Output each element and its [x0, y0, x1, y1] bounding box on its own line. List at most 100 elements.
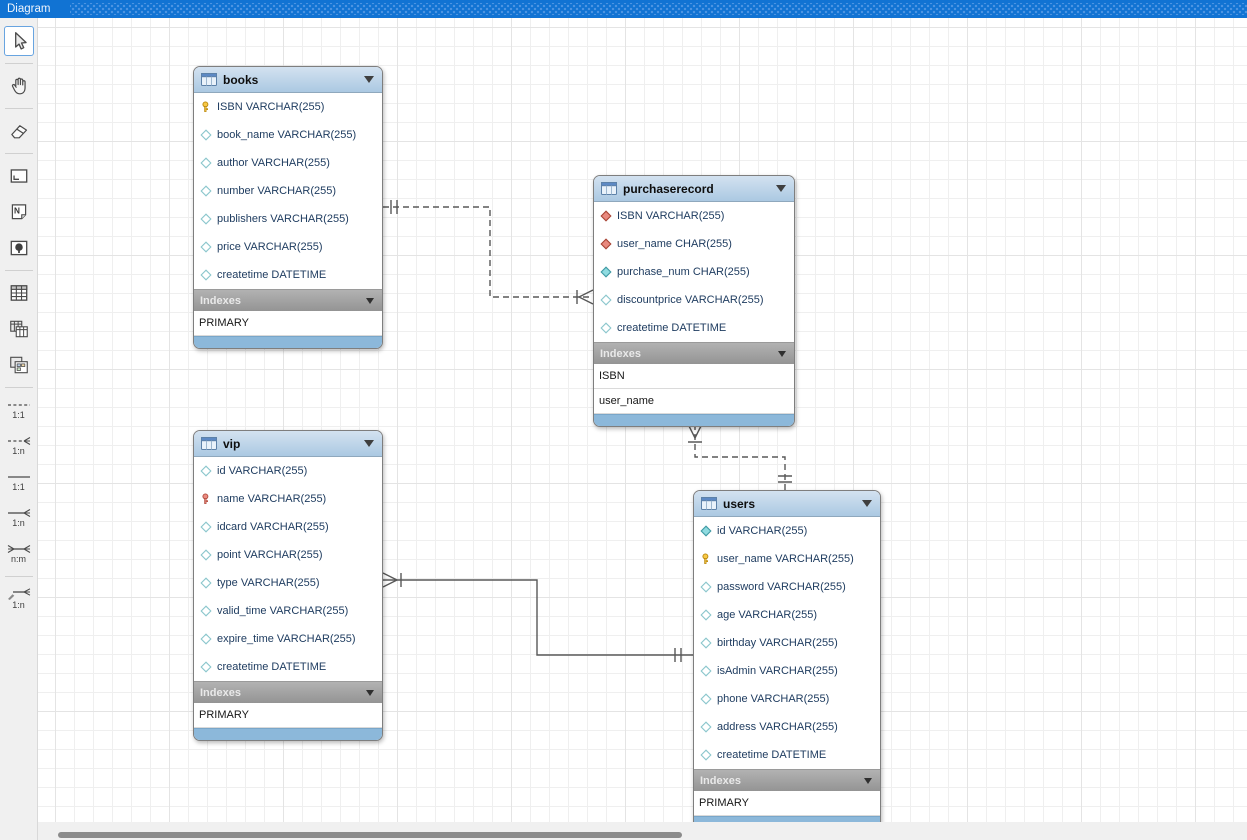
note-icon: N [8, 201, 30, 223]
cursor-icon [8, 30, 30, 52]
column-row[interactable]: user_name CHAR(255) [594, 230, 794, 258]
rel-1n-existing-columns-tool[interactable]: 1:n [4, 584, 34, 614]
entity-table-icon [701, 497, 717, 510]
column-row[interactable]: expire_time VARCHAR(255) [194, 625, 382, 653]
entity-header-users[interactable]: users [694, 491, 880, 517]
column-row[interactable]: password VARCHAR(255) [694, 573, 880, 601]
indexes-section-label: Indexes [600, 347, 641, 360]
rel-nm-identifying-tool[interactable]: n:m [4, 539, 34, 569]
indexes-section-label: Indexes [200, 294, 241, 307]
indexes-section-header[interactable]: Indexes [194, 681, 382, 703]
diagram-tab[interactable]: Diagram [0, 0, 1247, 18]
collapse-arrow-icon[interactable] [776, 185, 786, 192]
index-row[interactable]: PRIMARY [194, 703, 382, 728]
column-row[interactable]: purchase_num CHAR(255) [594, 258, 794, 286]
entity-header-vip[interactable]: vip [194, 431, 382, 457]
column-label: createtime DATETIME [217, 269, 327, 281]
collapse-arrow-icon[interactable] [366, 689, 374, 696]
eraser-tool[interactable] [4, 116, 34, 146]
column-row[interactable]: id VARCHAR(255) [694, 517, 880, 545]
index-row[interactable]: PRIMARY [694, 791, 880, 816]
column-row[interactable]: createtime DATETIME [594, 314, 794, 342]
rel-pick-crow-icon [7, 588, 31, 600]
entity-footer [194, 728, 382, 740]
column-row[interactable]: discountprice VARCHAR(255) [594, 286, 794, 314]
index-row[interactable]: user_name [594, 389, 794, 414]
column-row[interactable]: createtime DATETIME [194, 653, 382, 681]
column-row[interactable]: ISBN VARCHAR(255) [194, 93, 382, 121]
column-label: password VARCHAR(255) [717, 581, 846, 593]
column-row[interactable]: birthday VARCHAR(255) [694, 629, 880, 657]
collapse-arrow-icon[interactable] [862, 500, 872, 507]
column-row[interactable]: createtime DATETIME [194, 261, 382, 289]
rel-11-non-identifying-tool[interactable]: 1:1 [4, 395, 34, 425]
column-label: number VARCHAR(255) [217, 185, 337, 197]
indexes-section-header[interactable]: Indexes [594, 342, 794, 364]
pan-tool[interactable] [4, 71, 34, 101]
relationship-vip-users[interactable] [382, 572, 693, 662]
toolbar-separator [4, 153, 33, 154]
index-row[interactable]: ISBN [594, 364, 794, 389]
column-row[interactable]: ISBN VARCHAR(255) [594, 202, 794, 230]
routine-group-tool[interactable] [4, 350, 34, 380]
entity-header-purchaserecord[interactable]: purchaserecord [594, 176, 794, 202]
column-label: point VARCHAR(255) [217, 549, 323, 561]
column-row[interactable]: number VARCHAR(255) [194, 177, 382, 205]
column-row[interactable]: age VARCHAR(255) [694, 601, 880, 629]
rel-dashed-bar-icon [7, 400, 31, 410]
entity-table-users[interactable]: users id VARCHAR(255) user_name VARCHAR(25… [693, 490, 881, 829]
column-label: birthday VARCHAR(255) [717, 637, 838, 649]
nullable-column-icon [200, 605, 212, 617]
entity-header-books[interactable]: books [194, 67, 382, 93]
column-row[interactable]: createtime DATETIME [694, 741, 880, 769]
column-label: id VARCHAR(255) [717, 525, 808, 537]
table-tool[interactable] [4, 278, 34, 308]
cardinality-one-marker [390, 200, 398, 214]
column-row[interactable]: book_name VARCHAR(255) [194, 121, 382, 149]
table-title: purchaserecord [623, 181, 714, 196]
collapse-arrow-icon[interactable] [364, 440, 374, 447]
rel-11-identifying-tool[interactable]: 1:1 [4, 467, 34, 497]
column-row[interactable]: idcard VARCHAR(255) [194, 513, 382, 541]
image-tool[interactable] [4, 233, 34, 263]
nullable-column-icon [600, 294, 612, 306]
note-tool[interactable]: N [4, 197, 34, 227]
column-row[interactable]: price VARCHAR(255) [194, 233, 382, 261]
column-row[interactable]: isAdmin VARCHAR(255) [694, 657, 880, 685]
column-label: purchase_num CHAR(255) [617, 266, 750, 278]
layer-tool[interactable] [4, 161, 34, 191]
column-row[interactable]: point VARCHAR(255) [194, 541, 382, 569]
column-row[interactable]: address VARCHAR(255) [694, 713, 880, 741]
column-row[interactable]: name VARCHAR(255) [194, 485, 382, 513]
column-row[interactable]: user_name VARCHAR(255) [694, 545, 880, 573]
foreign-key-column-icon [600, 238, 612, 250]
collapse-arrow-icon[interactable] [864, 777, 872, 784]
column-row[interactable]: id VARCHAR(255) [194, 457, 382, 485]
rel-solid-bar-icon [7, 472, 31, 482]
column-row[interactable]: valid_time VARCHAR(255) [194, 597, 382, 625]
column-row[interactable]: phone VARCHAR(255) [694, 685, 880, 713]
collapse-arrow-icon[interactable] [366, 297, 374, 304]
horizontal-scrollbar[interactable] [58, 832, 682, 838]
collapse-arrow-icon[interactable] [778, 350, 786, 357]
column-row[interactable]: publishers VARCHAR(255) [194, 205, 382, 233]
indexes-section-header[interactable]: Indexes [194, 289, 382, 311]
rel-1n-identifying-tool[interactable]: 1:n [4, 503, 34, 533]
column-row[interactable]: type VARCHAR(255) [194, 569, 382, 597]
nullable-column-icon [200, 521, 212, 533]
index-row[interactable]: PRIMARY [194, 311, 382, 336]
view-tool[interactable] [4, 314, 34, 344]
rel-1n-non-identifying-tool[interactable]: 1:n [4, 431, 34, 461]
select-tool[interactable] [3, 26, 34, 56]
collapse-arrow-icon[interactable] [364, 76, 374, 83]
column-label: expire_time VARCHAR(255) [217, 633, 356, 645]
relationship-books-purchaserecord[interactable] [383, 200, 594, 305]
indexes-section-header[interactable]: Indexes [694, 769, 880, 791]
relationship-purchaserecord-users[interactable] [687, 423, 792, 490]
column-label: age VARCHAR(255) [717, 609, 818, 621]
column-row[interactable]: author VARCHAR(255) [194, 149, 382, 177]
